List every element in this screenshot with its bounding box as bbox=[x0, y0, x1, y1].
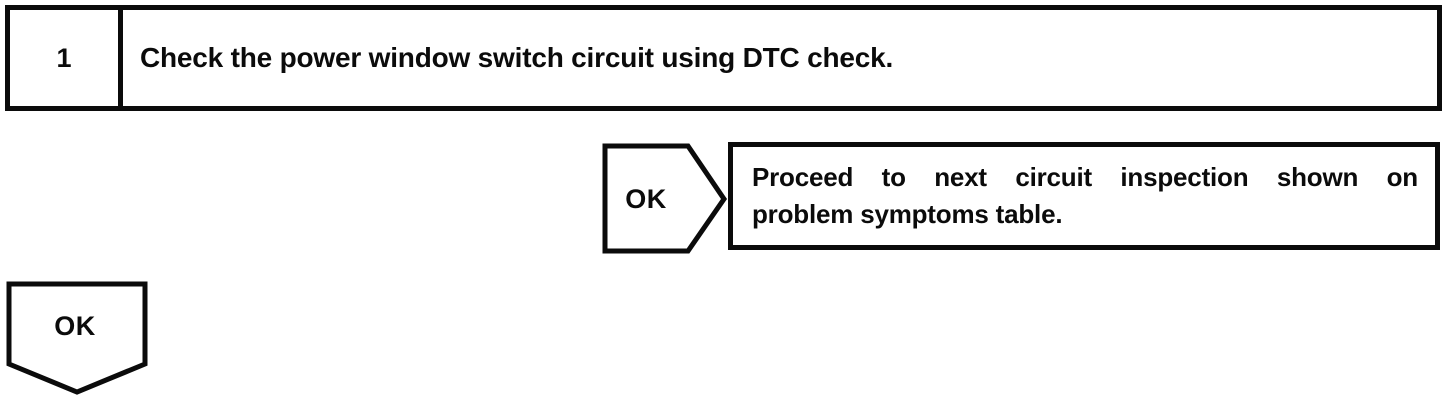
pentagon-arrow-right-shape bbox=[602, 143, 728, 254]
step-instruction: Check the power window switch circuit us… bbox=[140, 42, 894, 73]
ok-connector-right-label: OK bbox=[625, 184, 667, 214]
ok-connector-down: OK bbox=[6, 281, 148, 395]
ok-connector-right: OK bbox=[602, 143, 728, 254]
result-box: Proceed to next circuit inspection shown… bbox=[728, 142, 1440, 250]
step-box: 1 Check the power window switch circuit … bbox=[5, 5, 1442, 111]
result-text-line2: problem symptoms table. bbox=[752, 199, 1063, 229]
step-number: 1 bbox=[10, 10, 123, 106]
result-text-line1: Proceed to next circuit inspection shown… bbox=[752, 162, 1418, 192]
pentagon-arrow-down-shape bbox=[6, 281, 148, 395]
ok-connector-down-label: OK bbox=[54, 311, 96, 341]
